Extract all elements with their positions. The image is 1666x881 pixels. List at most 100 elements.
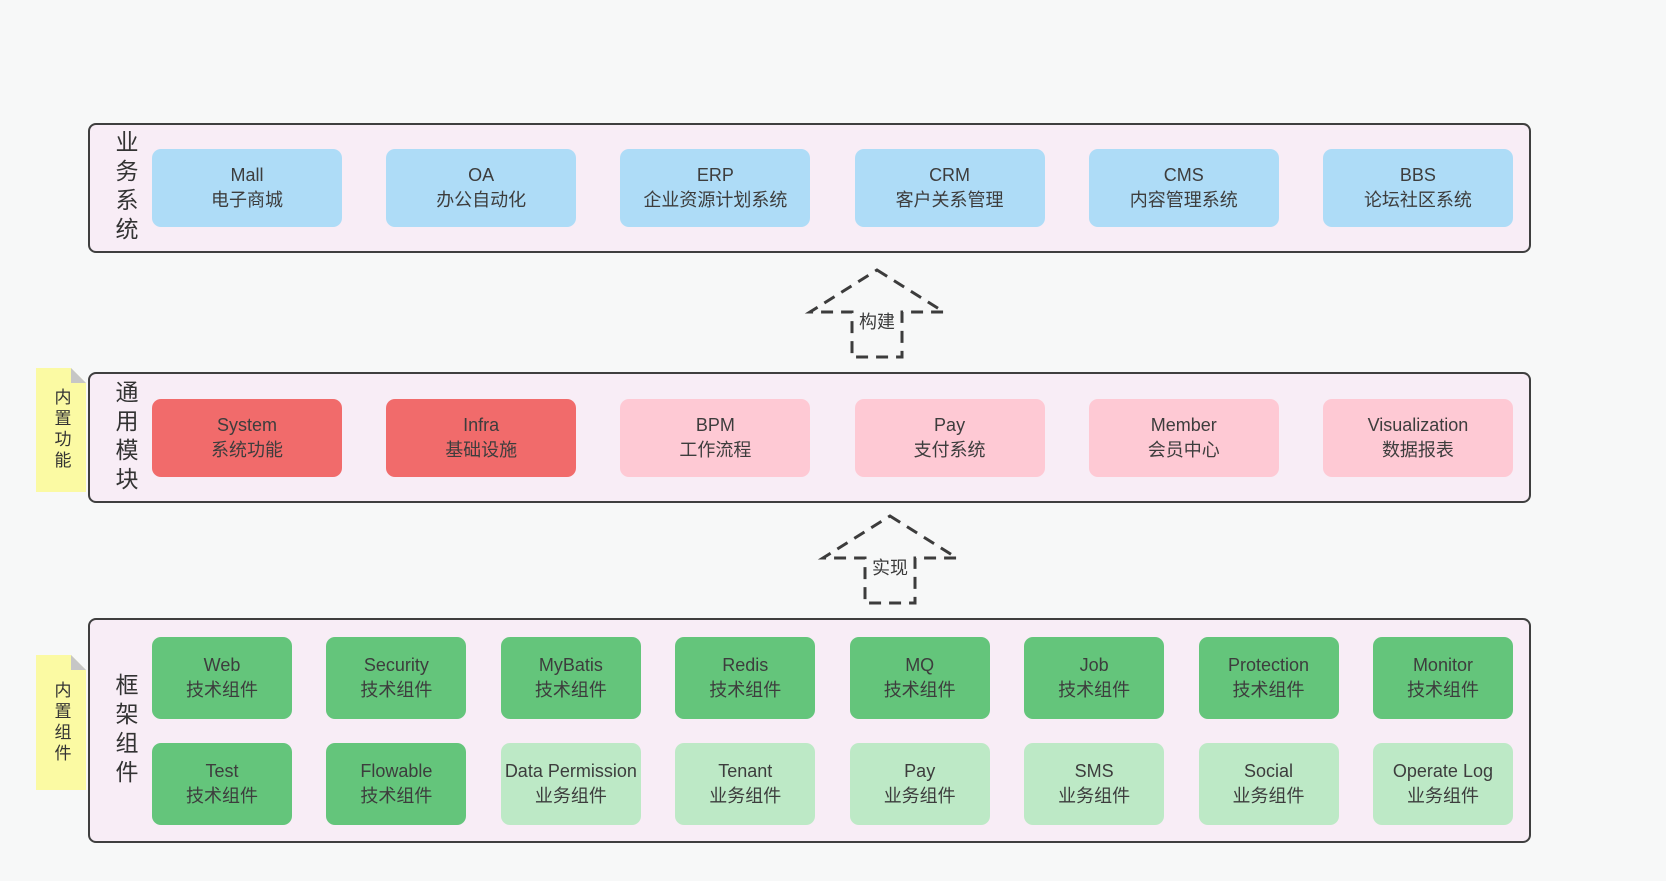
box-pay-component: Pay 业务组件 bbox=[849, 742, 990, 825]
box-subtitle: 业务组件 bbox=[1058, 785, 1131, 806]
box-infra: Infra 基础设施 bbox=[386, 398, 577, 477]
box-subtitle: 技术组件 bbox=[1058, 679, 1131, 700]
arrow-label-build: 构建 bbox=[854, 306, 900, 336]
box-title: MQ bbox=[905, 654, 935, 675]
box-subtitle: 业务组件 bbox=[1232, 785, 1305, 806]
box-test: Test 技术组件 bbox=[152, 742, 292, 825]
section-business-systems: 业务系统 Mall 电子商城 OA 办公自动化 ERP 企业资源计划系统 CRM… bbox=[88, 123, 1531, 253]
box-subtitle: 数据报表 bbox=[1381, 439, 1454, 460]
box-subtitle: 技术组件 bbox=[186, 679, 258, 700]
box-title: Visualization bbox=[1367, 414, 1469, 435]
box-title: Monitor bbox=[1412, 654, 1473, 675]
box-title: Redis bbox=[722, 654, 769, 675]
box-subtitle: 会员中心 bbox=[1147, 439, 1220, 460]
box-subtitle: 办公自动化 bbox=[436, 190, 527, 210]
box-mybatis: MyBatis 技术组件 bbox=[500, 636, 641, 719]
box-subtitle: 技术组件 bbox=[883, 679, 956, 700]
box-title: Test bbox=[205, 760, 239, 781]
box-title: Flowable bbox=[360, 760, 433, 781]
box-subtitle: 基础设施 bbox=[445, 439, 518, 460]
box-erp: ERP 企业资源计划系统 bbox=[620, 149, 811, 227]
component-row-2: Test 技术组件 Flowable 技术组件 Data Permission … bbox=[152, 742, 1513, 825]
box-subtitle: 论坛社区系统 bbox=[1363, 190, 1472, 210]
box-subtitle: 技术组件 bbox=[534, 679, 607, 700]
box-title: Mall bbox=[230, 165, 264, 185]
box-web: Web 技术组件 bbox=[152, 636, 292, 719]
box-operate-log: Operate Log 业务组件 bbox=[1372, 742, 1513, 825]
box-title: BPM bbox=[695, 414, 735, 435]
box-subtitle: 支付系统 bbox=[913, 439, 986, 460]
box-subtitle: 业务组件 bbox=[534, 785, 607, 806]
box-social: Social 业务组件 bbox=[1198, 742, 1339, 825]
box-title: ERP bbox=[696, 165, 734, 185]
module-boxes: System 系统功能 Infra 基础设施 BPM 工作流程 Pay 支付系统… bbox=[142, 398, 1529, 477]
box-crm: CRM 客户关系管理 bbox=[854, 149, 1045, 227]
box-subtitle: 业务组件 bbox=[1406, 785, 1479, 806]
sticky-label: 内置组件 bbox=[51, 680, 71, 765]
box-title: BBS bbox=[1399, 165, 1436, 185]
box-subtitle: 工作流程 bbox=[679, 439, 752, 460]
arrow-implement-up: 实现 bbox=[815, 512, 965, 607]
box-title: MyBatis bbox=[538, 654, 603, 675]
box-mall: Mall 电子商城 bbox=[152, 149, 342, 227]
box-subtitle: 客户关系管理 bbox=[895, 190, 1004, 210]
section-label-components: 框架组件 bbox=[112, 672, 138, 789]
component-row-1: Web 技术组件 Security 技术组件 MyBatis 技术组件 Redi… bbox=[152, 636, 1513, 719]
box-sms: SMS 业务组件 bbox=[1024, 742, 1165, 825]
box-title: Member bbox=[1150, 414, 1217, 435]
box-oa: OA 办公自动化 bbox=[386, 149, 577, 227]
box-subtitle: 业务组件 bbox=[709, 785, 782, 806]
box-title: Data Permission bbox=[504, 760, 637, 781]
box-subtitle: 技术组件 bbox=[1232, 679, 1305, 700]
box-title: Operate Log bbox=[1392, 760, 1493, 781]
arrow-build-up: 构建 bbox=[802, 266, 952, 361]
sticky-note-builtin-components: 内置组件 bbox=[36, 655, 86, 790]
box-title: Social bbox=[1244, 760, 1294, 781]
box-subtitle: 技术组件 bbox=[186, 785, 258, 806]
box-title: Pay bbox=[904, 760, 936, 781]
business-boxes: Mall 电子商城 OA 办公自动化 ERP 企业资源计划系统 CRM 客户关系… bbox=[142, 149, 1529, 227]
box-data-permission: Data Permission 业务组件 bbox=[500, 742, 641, 825]
dashed-up-arrow-icon bbox=[817, 514, 963, 605]
box-title: CRM bbox=[929, 165, 971, 185]
section-label-modules: 通用模块 bbox=[112, 379, 138, 496]
box-member: Member 会员中心 bbox=[1088, 398, 1279, 477]
box-flowable: Flowable 技术组件 bbox=[326, 742, 467, 825]
box-mq: MQ 技术组件 bbox=[849, 636, 990, 719]
box-subtitle: 企业资源计划系统 bbox=[643, 190, 788, 210]
box-bbs: BBS 论坛社区系统 bbox=[1322, 149, 1513, 227]
box-security: Security 技术组件 bbox=[326, 636, 467, 719]
box-title: Pay bbox=[934, 414, 966, 435]
box-visualization: Visualization 数据报表 bbox=[1322, 398, 1513, 477]
box-tenant: Tenant 业务组件 bbox=[675, 742, 816, 825]
box-subtitle: 系统功能 bbox=[211, 439, 283, 460]
box-bpm: BPM 工作流程 bbox=[620, 398, 811, 477]
folded-corner-icon bbox=[71, 655, 86, 670]
box-title: CMS bbox=[1163, 165, 1204, 185]
box-system: System 系统功能 bbox=[152, 398, 342, 477]
box-title: Tenant bbox=[718, 760, 773, 781]
box-title: Security bbox=[363, 654, 429, 675]
folded-corner-icon bbox=[71, 368, 86, 383]
box-title: Infra bbox=[463, 414, 500, 435]
arrow-label-implement: 实现 bbox=[867, 552, 913, 582]
sticky-label: 内置功能 bbox=[51, 388, 71, 472]
box-title: SMS bbox=[1074, 760, 1114, 781]
box-pay-module: Pay 支付系统 bbox=[854, 398, 1045, 477]
box-subtitle: 电子商城 bbox=[211, 190, 283, 210]
dashed-up-arrow-icon bbox=[804, 268, 950, 359]
box-subtitle: 技术组件 bbox=[360, 679, 433, 700]
box-job: Job 技术组件 bbox=[1024, 636, 1165, 719]
component-boxes: Web 技术组件 Security 技术组件 MyBatis 技术组件 Redi… bbox=[142, 636, 1529, 825]
box-title: Web bbox=[203, 654, 241, 675]
box-title: System bbox=[216, 414, 277, 435]
section-label-business: 业务系统 bbox=[112, 130, 138, 246]
section-framework-components: 框架组件 Web 技术组件 Security 技术组件 MyBatis 技术组件… bbox=[88, 618, 1531, 843]
box-protection: Protection 技术组件 bbox=[1198, 636, 1339, 719]
box-subtitle: 技术组件 bbox=[709, 679, 782, 700]
box-subtitle: 技术组件 bbox=[360, 785, 433, 806]
box-title: Protection bbox=[1228, 654, 1310, 675]
box-title: OA bbox=[468, 165, 495, 185]
sticky-note-builtin-features: 内置功能 bbox=[36, 368, 86, 492]
